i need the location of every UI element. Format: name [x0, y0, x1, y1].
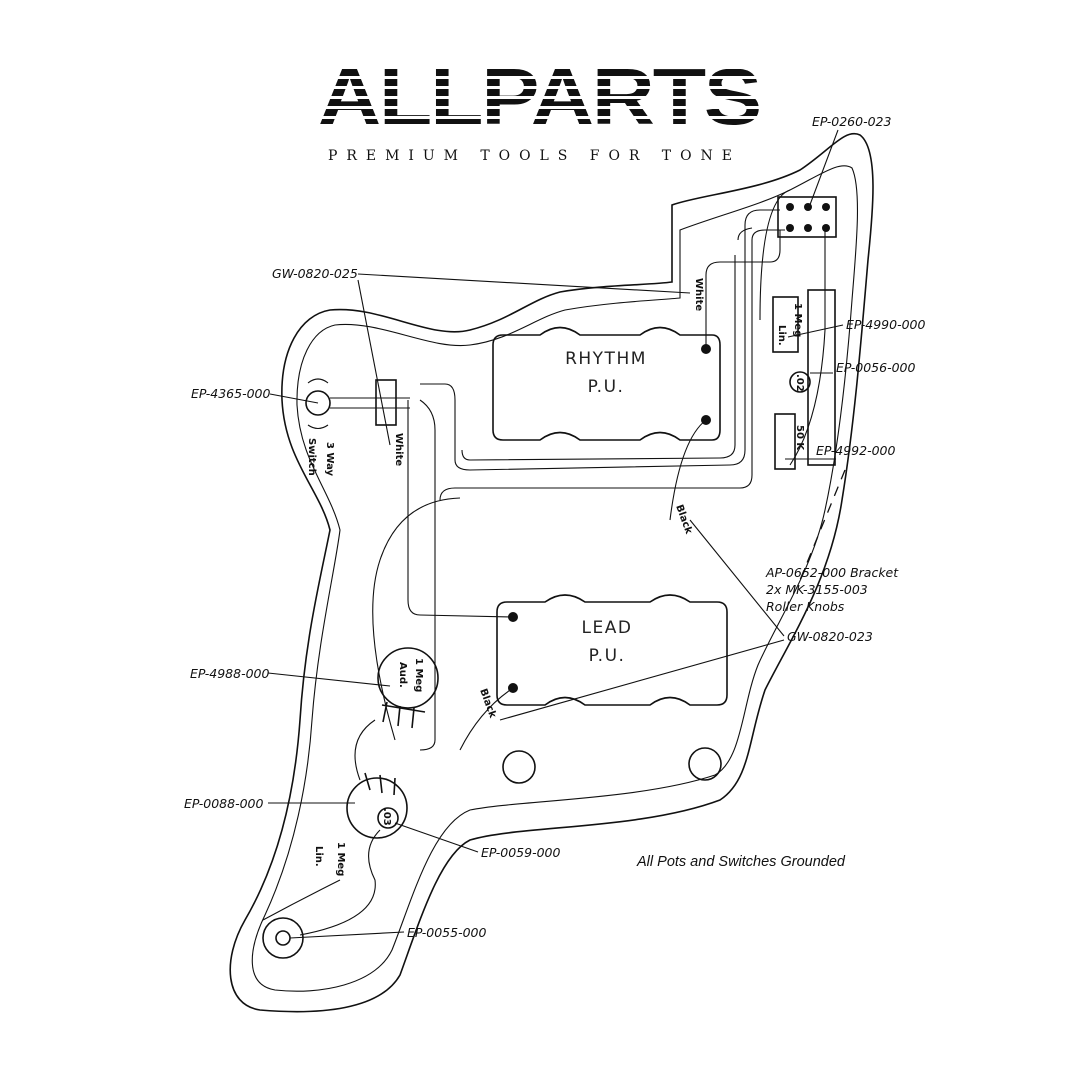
label-ep-0059-000: EP-0059-000	[481, 845, 560, 860]
label-ep-0056-000: EP-0056-000	[836, 360, 915, 375]
lead-tone-taper: Lin.	[313, 846, 324, 867]
wire-label-white: White	[393, 433, 404, 466]
lead-controls: 1 Meg Aud. .03 1 Meg Lin.	[262, 647, 439, 959]
lead-pickup-label: LEAD	[582, 618, 633, 638]
three-way-switch: 3 Way Switch	[305, 378, 410, 477]
logo-tagline: PREMIUM TOOLS FOR TONE	[328, 148, 740, 164]
wires	[262, 189, 826, 936]
label-ep-0088-000: EP-0088-000	[184, 796, 263, 811]
lead-vol-value: 1 Meg	[413, 658, 424, 692]
wire-label-black: Black	[673, 503, 694, 536]
lead-cap-value: .03	[381, 808, 392, 826]
label-ep-0055-000: EP-0055-000	[407, 925, 486, 940]
label-ep-4365-000: EP-4365-000	[191, 386, 270, 401]
label-gw-0820-025: GW-0820-025	[272, 266, 358, 281]
mount-hole	[502, 750, 536, 784]
guitar-body-outline	[229, 132, 874, 1013]
label-gw-0820-023: GW-0820-023	[787, 629, 873, 644]
leader-lines	[267, 129, 844, 939]
rhythm-tone-value: 50 K	[794, 425, 805, 451]
label-roller-knobs: Roller Knobs	[766, 599, 845, 614]
switch-text-2: Switch	[306, 438, 317, 476]
pickguard-outline	[251, 165, 859, 992]
lead-tone-value: 1 Meg	[335, 842, 346, 876]
output-jack-terminals	[777, 196, 837, 238]
lead-pickup-pu: P.U.	[589, 646, 626, 666]
label-roller-knobs-part: 2x MK-3155-003	[766, 582, 868, 597]
wire-label-white: White	[693, 278, 704, 311]
rhythm-controls: 1 Meg Lin. 50 K .02	[772, 289, 846, 581]
wire-label-black: Black	[477, 687, 498, 720]
rhythm-pickup: RHYTHM P.U.	[492, 326, 721, 441]
grounding-note: All Pots and Switches Grounded	[636, 854, 846, 870]
label-ep-4992-000: EP-4992-000	[816, 443, 895, 458]
rhythm-pickup-label: RHYTHM	[565, 349, 647, 369]
allparts-logo: ALLPARTS PREMIUM TOOLS FOR TONE	[318, 52, 762, 164]
rhythm-vol-taper: Lin.	[776, 325, 787, 346]
mount-hole	[688, 747, 722, 781]
rhythm-pickup-pu: P.U.	[588, 377, 625, 397]
part-labels: EP-0260-023 GW-0820-025 EP-4990-000 EP-0…	[184, 114, 925, 940]
switch-text-1: 3 Way	[324, 442, 335, 477]
lead-pickup: LEAD P.U.	[496, 594, 728, 706]
output-jack	[262, 917, 304, 959]
label-ep-0260-023: EP-0260-023	[812, 114, 891, 129]
label-ep-4990-000: EP-4990-000	[846, 317, 925, 332]
label-bracket: AP-0652-000 Bracket	[765, 565, 899, 580]
label-ep-4988-000: EP-4988-000	[190, 666, 269, 681]
rhythm-cap-value: .02	[794, 374, 805, 392]
rhythm-vol-value: 1 Meg	[792, 303, 803, 337]
lead-vol-taper: Aud.	[397, 662, 408, 688]
